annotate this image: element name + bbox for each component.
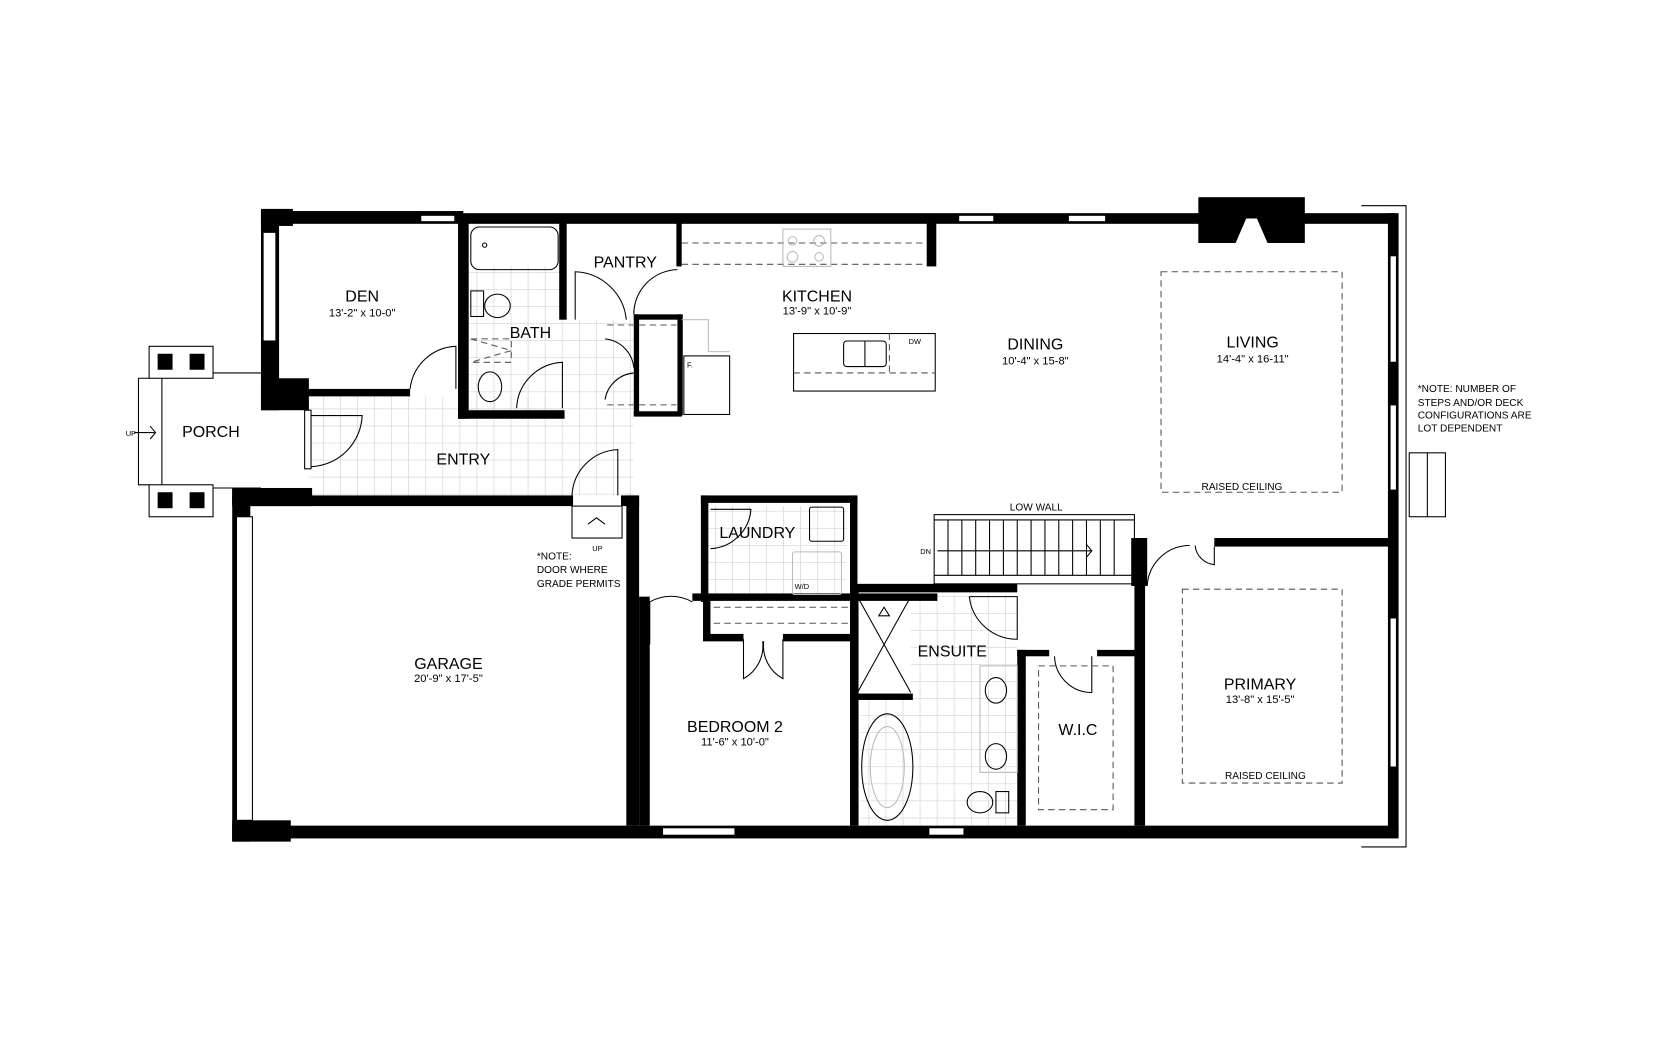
doors	[311, 269, 1215, 694]
washer-dryer	[791, 551, 843, 596]
deck-outline	[1361, 205, 1446, 848]
room-laundry-name: LAUNDRY	[719, 525, 795, 542]
room-primary-note: RAISED CEILING	[1225, 771, 1306, 782]
garage-note-line: *NOTE:	[537, 551, 572, 562]
room-wic-name: W.I.C	[1058, 722, 1097, 739]
room-pantry-name: PANTRY	[594, 254, 658, 271]
deck-note-line: *NOTE: NUMBER OF	[1418, 384, 1516, 395]
fridge	[683, 355, 731, 416]
stair	[933, 514, 1135, 585]
room-garage-name: GARAGE	[414, 656, 482, 673]
room-den-dims: 13'-2" x 10-0"	[329, 307, 396, 319]
shower	[857, 596, 912, 693]
deck-note-line: CONFIGURATIONS ARE	[1418, 411, 1532, 422]
windows	[235, 214, 1397, 836]
sink	[477, 371, 503, 403]
porch-up-arrow-icon	[134, 425, 157, 440]
room-kitchen-name: KITCHEN	[782, 289, 852, 306]
garage-door-note: *NOTE: DOOR WHERE GRADE PERMITS	[537, 551, 621, 590]
tile-floors	[308, 266, 1018, 826]
primary-raised-ceiling	[1181, 588, 1343, 784]
room-living-name: LIVING	[1226, 334, 1278, 351]
kitchen-island	[793, 332, 936, 392]
room-bath-name: BATH	[510, 325, 551, 342]
double-vanity	[979, 665, 1018, 773]
garage-note-line: DOOR WHERE	[537, 565, 608, 576]
porch-up-label: UP	[126, 429, 136, 438]
room-entry-name: ENTRY	[436, 452, 490, 469]
room-kitchen-dims: 13'-9" x 10'-9"	[783, 305, 852, 317]
deck-note: *NOTE: NUMBER OF STEPS AND/OR DECK CONFI…	[1418, 384, 1532, 434]
room-living-dims: 14'-4" x 16-11"	[1217, 353, 1289, 365]
room-living-note: RAISED CEILING	[1202, 482, 1283, 493]
kitchen-counter	[681, 242, 927, 265]
room-primary-dims: 13'-8" x 15'-5"	[1226, 694, 1295, 706]
low-wall-label: LOW WALL	[1010, 502, 1063, 513]
room-bedroom2-dims: 11'-6" x 10'-0"	[701, 737, 769, 749]
deck-note-line: STEPS AND/OR DECK	[1418, 398, 1524, 409]
wic-shelving	[1038, 665, 1114, 811]
fixtures	[470, 226, 1343, 821]
porch	[134, 345, 261, 518]
room-porch-name: PORCH	[182, 424, 240, 441]
room-primary-name: PRIMARY	[1224, 676, 1297, 693]
washer-dryer-label: W/D	[795, 582, 810, 591]
dishwasher-label: DW	[909, 337, 921, 346]
toilet	[484, 293, 511, 319]
misc-labels: LOW WALL DN UP UP DW F. W/D	[126, 337, 1063, 591]
room-bedroom2-name: BEDROOM 2	[687, 719, 783, 736]
room-garage-dims: 20'-9" x 17'-5"	[414, 673, 483, 685]
living-raised-ceiling	[1160, 271, 1343, 493]
garage-step-up-icon	[587, 517, 606, 525]
bathtub	[470, 226, 559, 271]
fridge-label: F.	[687, 361, 693, 370]
garage-note-line: GRADE PERMITS	[537, 579, 621, 590]
stair-dn-label: DN	[920, 547, 931, 556]
fireplace	[1235, 218, 1268, 243]
room-ensuite-name: ENSUITE	[918, 643, 987, 660]
room-dining-dims: 10'-4" x 15-8"	[1002, 355, 1069, 367]
room-den-name: DEN	[345, 289, 379, 306]
stove	[782, 228, 832, 267]
room-labels: DEN 13'-2" x 10-0" BATH PANTRY KITCHEN 1…	[182, 254, 1306, 781]
stair-up-label: UP	[592, 544, 602, 553]
soaker-tub	[861, 713, 914, 821]
room-dining-name: DINING	[1007, 337, 1063, 354]
deck-note-line: LOT DEPENDENT	[1418, 424, 1503, 435]
stair-direction-arrow-icon	[937, 544, 1093, 558]
